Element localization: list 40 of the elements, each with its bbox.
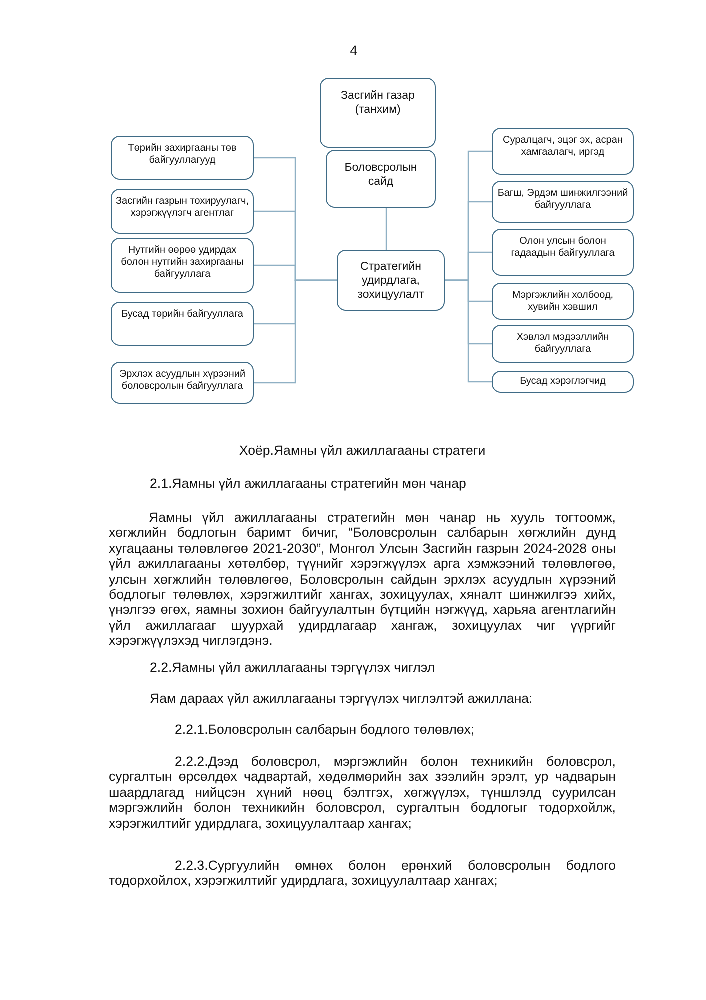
box-label: Бусад төрийн байгууллага — [122, 309, 244, 321]
box-label: Мэргэжлийн холбоод, хувийн хэвшил — [511, 290, 615, 314]
rounded-box — [111, 189, 254, 234]
box-label: Эрхлэх асуудлын хүрээний боловсролын байгууллага — [118, 369, 247, 393]
box-label: Засгийн газар (танхим) — [340, 89, 416, 117]
rounded-box — [111, 136, 254, 180]
rounded-box — [492, 283, 634, 320]
rounded-box — [111, 362, 254, 404]
connector-line — [254, 280, 337, 384]
box-label: Боловсролын сайд — [344, 161, 418, 189]
rounded-box — [492, 325, 634, 363]
rounded-box — [320, 78, 436, 148]
rounded-box — [111, 302, 254, 346]
box-label: Засгийн газрын тохируулагч, хэрэгжүүлэгч агентлаг — [116, 196, 249, 220]
section-heading: Хоёр.Яамны үйл ажиллагааны стратеги — [238, 443, 487, 458]
paragraph: Яамны үйл ажиллагааны стратегийн мөн чанар нь хууль тогтоомж, хөгжлийн бодлогын баримт бичиг, “Боловсролын салбарын хөгжлийн дунд хугацааны төлөвлөгөө 2021-2030”, Монгол Улсын Засгийн газрын 2024-2028 оны үйл ажиллагааны хөтөлбөр, түүнийг хэрэгжүүлэх арга хэмжээний төлөвлөгөө, улсын хөгжлийн төлөвлөгөө, Боловсролын сайдын эрхлэх асуудлын хүрээний бодлогыг төлөвлөх, хэрэгжилтийг хангах, зохицуулах, хяналт шинжилгээ хийх, үнэлгээ өгөх, яамны зохион байгуулалтын бүтцийн нэгжүүд, харьяа агентлагийн үйл ажиллагааг шуурхай удирдлагаар хангаж, зохицуулах чиг үүргийг хэрэгжүүлэхэд чиглэгдэнэ. — [109, 510, 616, 649]
list-item: 2.2.3.Сургуулийн өмнөх болон ерөнхий боловсролын бодлого тодорхойлох, хэрэгжилтийг удирдлага, зохицуулалтаар хангах; — [109, 858, 616, 889]
subsection-heading: 2.1.Яамны үйл ажиллагааны стратегийн мөн чанар — [150, 476, 468, 492]
box-label: Төрийн захиргааны төв байгууллагууд — [127, 143, 238, 167]
box-label: Нутгийн өөрөө удирдах болон нутгийн захиргааны байгууллага — [120, 245, 245, 281]
rounded-box — [492, 371, 634, 393]
connector-line — [445, 280, 492, 383]
list-item: 2.2.1.Боловсролын салбарын бодлого төлөвлөх; — [175, 722, 476, 738]
box-label: Олон улсын болон гадаадын байгууллага — [510, 236, 616, 260]
connector-line — [386, 208, 388, 250]
box-label: Стратегийн удирдлага, зохицуулалт — [356, 260, 426, 302]
paragraph: Яам дараах үйл ажиллагааны тэргүүлэх чиглэлтэй ажиллана: — [150, 691, 534, 706]
rounded-box — [492, 128, 634, 175]
rounded-box — [326, 150, 436, 208]
box-label: Бусад хэрэглэгчид — [520, 376, 606, 388]
subsection-heading: 2.2.Яамны үйл ажиллагааны тэргүүлэх чиглэл — [150, 660, 436, 676]
rounded-box — [337, 250, 445, 311]
page-number: 4 — [349, 43, 359, 58]
box-label: Суралцагч, эцэг эх, асран хамгаалагч, иргэд — [502, 135, 624, 159]
rounded-box — [492, 229, 634, 276]
rounded-box — [492, 181, 634, 223]
list-item: 2.2.2.Дээд боловсрол, мэргэжлийн болон техникийн боловсрол, сургалтын өрсөлдөх чадвартай, хөдөлмөрийн зах зээлийн эрэлт, ур чадварын шаардлагад нийцсэн хүний нөөц бэлтгэх, хөгжүүлэх, түншлэлд суурилсан мэргэжлийн болон техникийн боловсрол, сургалтын бодлогыг тодорхойлж, хэрэгжилтийг удирдлага, зохицуулалтаар хангах; — [109, 754, 616, 832]
rounded-box — [111, 238, 254, 293]
box-label: Хэвлэл мэдээллийн байгууллага — [516, 332, 610, 356]
box-label: Багш, Эрдэм шинжилгээний байгууллага — [497, 188, 629, 212]
